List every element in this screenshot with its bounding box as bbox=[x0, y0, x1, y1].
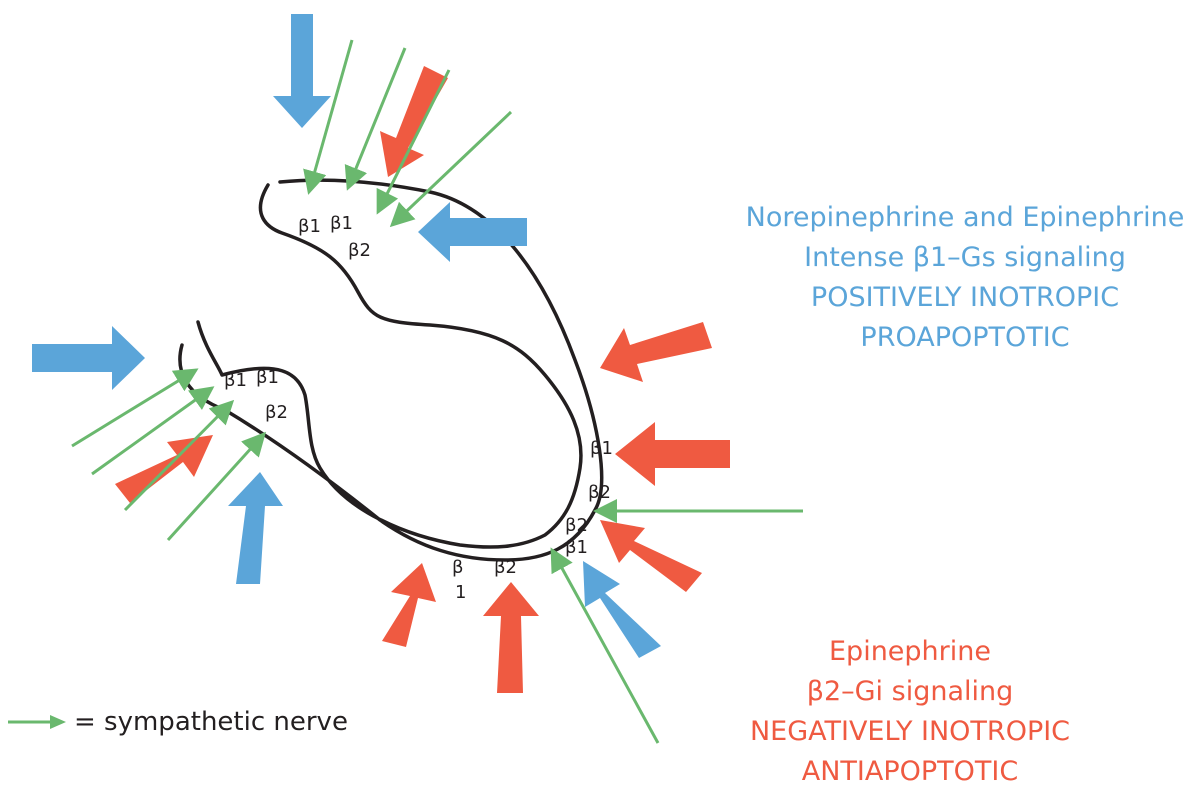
blue-arrow bbox=[418, 202, 527, 262]
caption-line: NEGATIVELY INOTROPIC bbox=[749, 716, 1071, 747]
legend-label: = sympathetic nerve bbox=[74, 707, 348, 737]
heart-outline bbox=[178, 178, 604, 562]
blue-arrow bbox=[228, 472, 283, 584]
receptor-label: β1 bbox=[224, 370, 247, 391]
legend: = sympathetic nerve bbox=[6, 700, 348, 744]
caption-line: β2–Gi signaling bbox=[806, 676, 1014, 707]
sympathetic-nerve-lines bbox=[71, 39, 803, 744]
receptor-label: β2 bbox=[348, 240, 371, 261]
receptor-label: β2 bbox=[265, 402, 288, 423]
receptor-label: β1 bbox=[298, 216, 321, 237]
red-arrow bbox=[380, 66, 448, 177]
caption-line: PROAPOPTOTIC bbox=[860, 322, 1070, 353]
red-arrow bbox=[483, 582, 539, 693]
blue-arrow bbox=[273, 14, 331, 128]
epinephrine-caption: Epinephrine β2–Gi signaling NEGATIVELY I… bbox=[700, 632, 1120, 792]
receptor-label: β1 bbox=[256, 367, 279, 388]
caption-line: Intense β1–Gs signaling bbox=[804, 242, 1126, 273]
receptor-label: β1 bbox=[565, 537, 588, 558]
receptor-label: β2 bbox=[494, 557, 517, 578]
receptor-label: β2 bbox=[588, 482, 611, 503]
green-arrow-icon bbox=[8, 715, 66, 729]
caption-line: POSITIVELY INOTROPIC bbox=[810, 282, 1120, 313]
receptor-label: β bbox=[452, 557, 464, 578]
blue-arrow bbox=[583, 561, 661, 658]
red-arrow bbox=[382, 563, 436, 647]
norepinephrine-caption: Norepinephrine and Epinephrine Intense β… bbox=[725, 198, 1200, 358]
red-arrow bbox=[600, 322, 712, 382]
receptor-label: β2 bbox=[565, 515, 588, 536]
receptor-label: β1 bbox=[330, 213, 353, 234]
receptor-label: 1 bbox=[455, 582, 466, 603]
red-arrow bbox=[600, 520, 702, 592]
caption-line: ANTIAPOPTOTIC bbox=[801, 756, 1019, 787]
receptor-label: β1 bbox=[590, 438, 613, 459]
caption-line: Norepinephrine and Epinephrine bbox=[745, 202, 1185, 233]
caption-line: Epinephrine bbox=[829, 636, 991, 667]
blue-arrow bbox=[32, 326, 145, 390]
red-arrow bbox=[615, 422, 730, 486]
